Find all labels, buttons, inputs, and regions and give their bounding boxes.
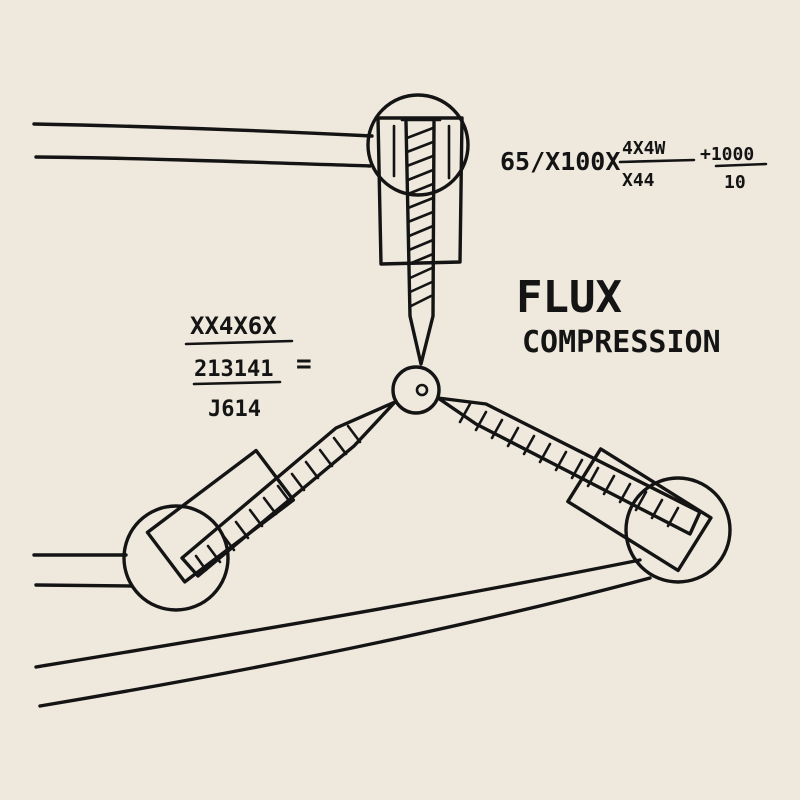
top-wire-upper: [32, 122, 374, 138]
left-arm: [32, 400, 397, 612]
right-node-circle: [624, 476, 732, 584]
bottom-wire-lower: [38, 576, 652, 708]
top-formula-part1: 65/X100X: [500, 147, 620, 176]
bottom-wire-upper: [34, 558, 642, 669]
right-electrode-hatch: [458, 402, 680, 528]
top-formula-fraction-a-num: 4X4W: [622, 138, 666, 159]
right-electrode: [436, 396, 702, 536]
right-arm: [436, 396, 732, 584]
top-wire-lower: [34, 155, 372, 168]
left-formula: XX4X6X 213141 = J614: [184, 312, 312, 422]
top-formula-fraction-a-bar: [618, 158, 696, 164]
center-hub-outer: [391, 365, 441, 415]
title-line2: COMPRESSION: [522, 325, 721, 360]
top-formula-fraction-b-num: +1000: [700, 144, 754, 165]
top-formula-fraction-a-den: X44: [622, 170, 655, 191]
left-formula-equals: =: [296, 349, 312, 379]
left-formula-line3: J614: [208, 397, 261, 422]
top-node-circle: [366, 93, 470, 197]
top-electrode-hatch: [405, 126, 435, 308]
top-housing: [376, 116, 464, 266]
left-electrode: [180, 400, 397, 578]
top-housing-inner: [392, 118, 451, 180]
top-formula-fraction-b-bar: [714, 162, 768, 168]
top-electrode: [404, 120, 436, 366]
bottom-wires: [34, 558, 652, 708]
center-hub: [391, 365, 441, 415]
title-line1: FLUX: [516, 272, 622, 323]
left-formula-bar: [184, 339, 294, 346]
top-arm: [32, 93, 470, 366]
center-hub-inner: [415, 383, 429, 397]
left-electrode-hatch: [194, 424, 362, 572]
top-formula: 65/X100X 4X4W X44 +1000 10: [500, 138, 768, 193]
left-node-circle: [122, 504, 230, 612]
right-housing: [566, 447, 713, 573]
top-formula-fraction-b-den: 10: [724, 172, 746, 193]
left-formula-line1: XX4X6X: [190, 312, 277, 340]
left-formula-bar-2: [192, 380, 282, 386]
left-formula-line2: 213141: [194, 357, 273, 382]
left-wire-lower: [34, 583, 134, 588]
title-label: FLUX COMPRESSION: [516, 272, 721, 360]
